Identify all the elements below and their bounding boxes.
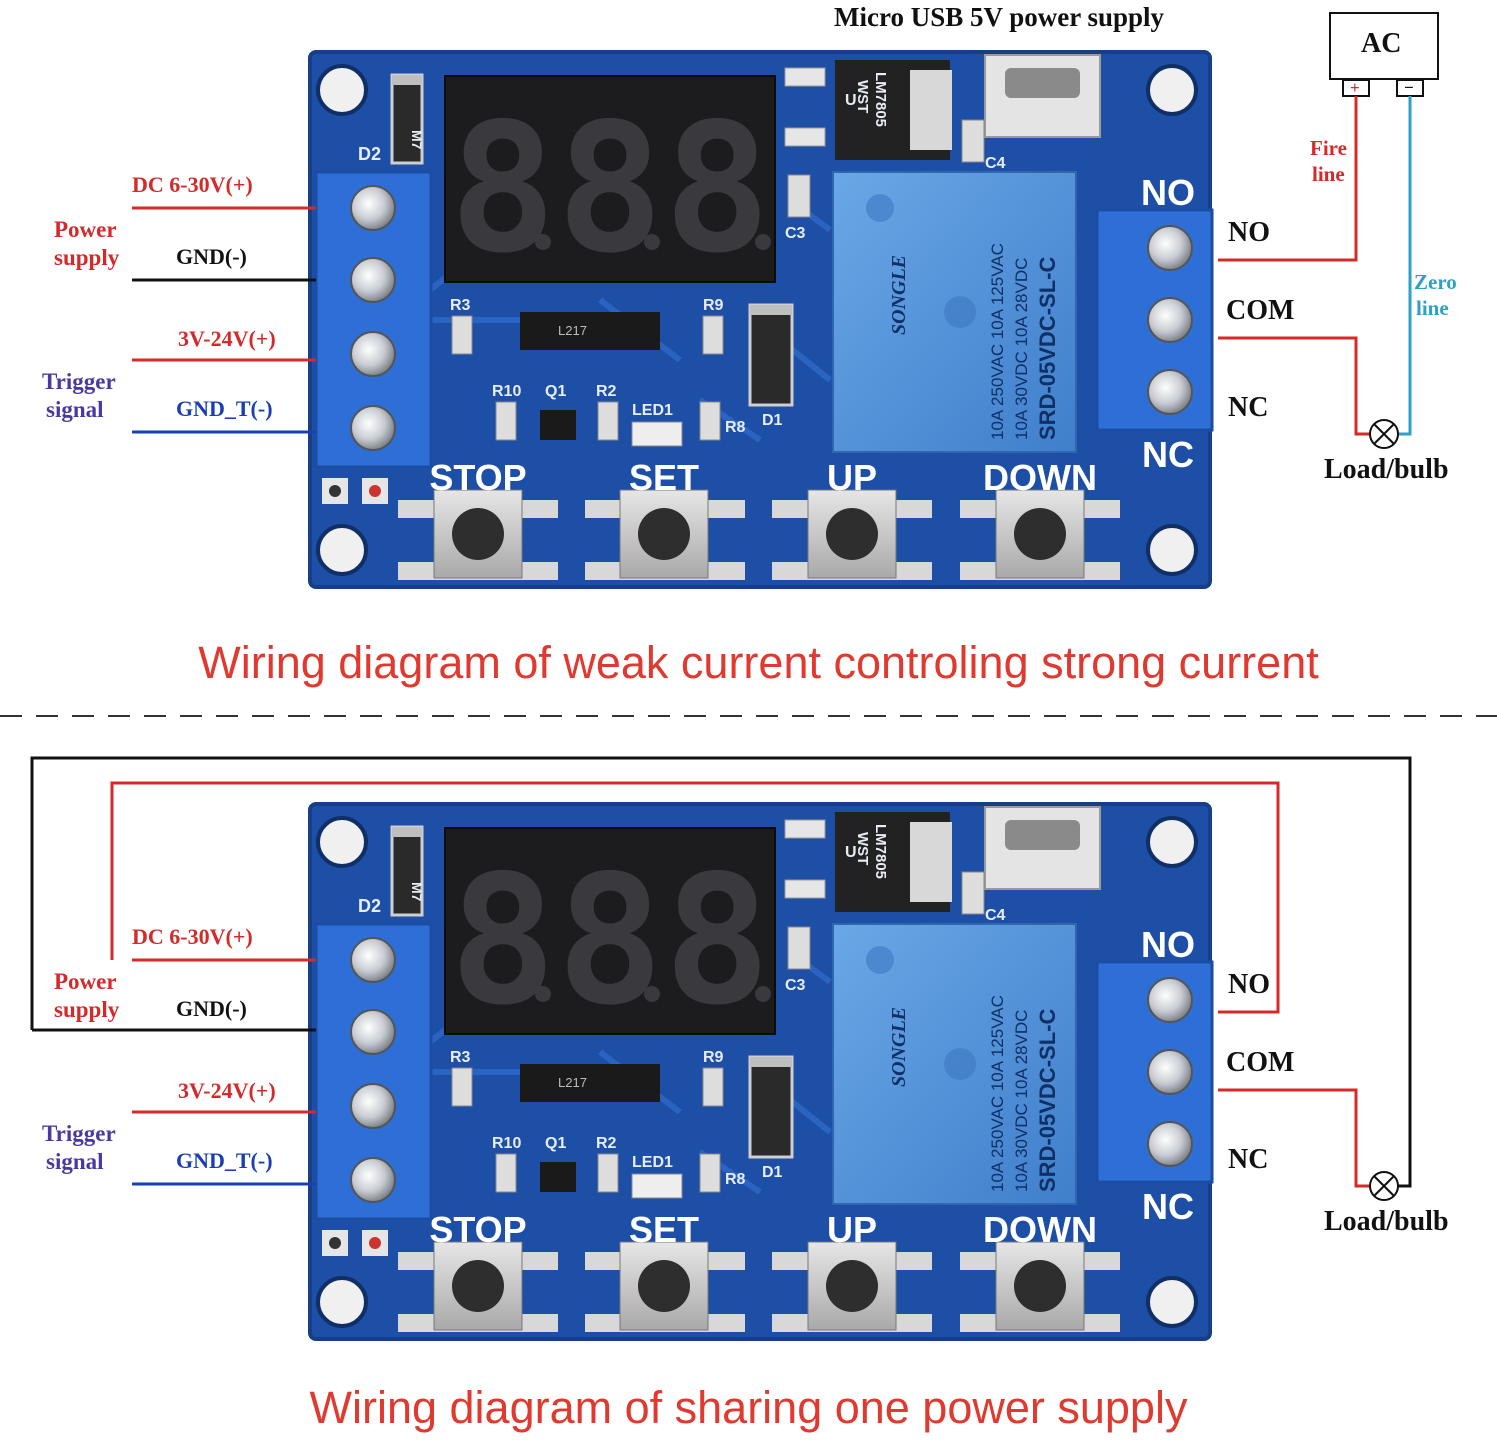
- bottom-caption: Wiring diagram of sharing one power supp…: [309, 1382, 1188, 1433]
- relay-board-bottom: [310, 804, 1212, 1339]
- fire-line-label-1: Fire: [1310, 136, 1347, 160]
- top-caption: Wiring diagram of weak current controlin…: [198, 637, 1319, 688]
- bottom-com-label: COM: [1226, 1047, 1295, 1078]
- bottom-trigger-label-2: signal: [46, 1149, 104, 1174]
- usb-supply-label: Micro USB 5V power supply: [834, 2, 1165, 32]
- top-ac-circuit: [1218, 12, 1439, 449]
- bottom-gndt-label: GND_T(-): [176, 1148, 273, 1173]
- bottom-load-label: Load/bulb: [1324, 1206, 1449, 1237]
- top-3v24v-label: 3V-24V(+): [178, 326, 276, 351]
- bottom-gnd-label: GND(-): [176, 996, 247, 1021]
- top-nc-label: NC: [1228, 392, 1269, 423]
- zero-line-label-1: Zero: [1414, 270, 1457, 294]
- top-gndt-label: GND_T(-): [176, 396, 273, 421]
- zero-line-label-2: line: [1416, 296, 1449, 320]
- bottom-nc-label: NC: [1228, 1144, 1269, 1175]
- top-gnd-label: GND(-): [176, 244, 247, 269]
- relay-board-top: [310, 52, 1212, 587]
- fire-line-label-2: line: [1312, 162, 1345, 186]
- top-no-label: NO: [1228, 217, 1270, 248]
- top-load-label: Load/bulb: [1324, 454, 1449, 485]
- ac-plus-terminal: +: [1350, 78, 1360, 97]
- bottom-trigger-label-1: Trigger: [42, 1121, 116, 1146]
- top-power-label-2: supply: [54, 245, 120, 270]
- bottom-no-label: NO: [1228, 969, 1270, 1000]
- bottom-power-label-2: supply: [54, 997, 120, 1022]
- top-com-label: COM: [1226, 295, 1295, 326]
- bottom-power-label-1: Power: [54, 969, 117, 994]
- top-trigger-label-2: signal: [46, 397, 104, 422]
- bottom-input-wires: [30, 756, 1412, 1201]
- top-trigger-label-1: Trigger: [42, 369, 116, 394]
- top-power-label-1: Power: [54, 217, 117, 242]
- top-input-wires: [132, 206, 316, 434]
- bottom-dc-label: DC 6-30V(+): [132, 924, 253, 949]
- top-dc-label: DC 6-30V(+): [132, 172, 253, 197]
- ac-minus-terminal: −: [1404, 78, 1414, 97]
- ac-source-label: AC: [1361, 28, 1402, 59]
- bottom-3v24v-label: 3V-24V(+): [178, 1078, 276, 1103]
